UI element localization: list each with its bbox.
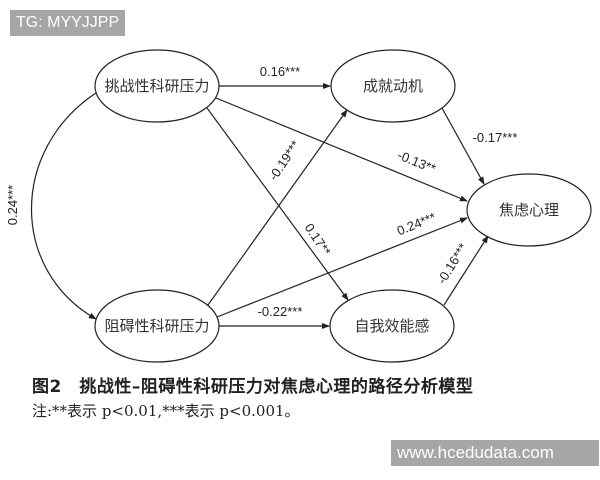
- label-challenge-anxiety: -0.13**: [395, 147, 437, 176]
- edge-efficacy-anxiety: [443, 235, 489, 306]
- label-achievement-anxiety: -0.17***: [473, 130, 518, 145]
- figure-note: 注:**表示 p<0.01,***表示 p<0.001。: [32, 402, 300, 420]
- edge-achievement-anxiety: [441, 107, 485, 185]
- label-hindrance-achievement: -0.19***: [266, 138, 303, 184]
- figure-caption: 图2 挑战性–阻碍性科研压力对焦虑心理的路径分析模型: [32, 377, 474, 397]
- node-label: 成就动机: [363, 77, 423, 95]
- edge-challenge-efficacy: [206, 107, 349, 301]
- node-label: 阻碍性科研压力: [104, 317, 209, 335]
- label-covariance: 0.24***: [5, 185, 20, 225]
- label-efficacy-anxiety: -0.16***: [434, 241, 470, 287]
- label-hindrance-anxiety: 0.24***: [395, 209, 438, 238]
- node-label: 自我效能感: [354, 317, 429, 335]
- node-self-efficacy: 自我效能感: [329, 289, 455, 363]
- node-hindrance-stress: 阻碍性科研压力: [94, 289, 220, 363]
- node-label: 焦虑心理: [499, 201, 559, 219]
- node-challenge-stress: 挑战性科研压力: [94, 49, 220, 123]
- edge-challenge-anxiety: [215, 97, 468, 202]
- watermark-top: TG: MYYJJPP: [10, 10, 126, 36]
- node-label: 挑战性科研压力: [104, 77, 209, 95]
- node-achievement-motivation: 成就动机: [330, 49, 456, 123]
- label-challenge-achievement: 0.16***: [260, 64, 300, 79]
- node-anxiety: 焦虑心理: [466, 173, 592, 247]
- label-challenge-efficacy: 0.17**: [302, 221, 334, 259]
- watermark-bottom: www.hcedudata.com: [391, 440, 599, 466]
- label-hindrance-efficacy: -0.22***: [258, 304, 303, 319]
- edge-hindrance-achievement: [207, 109, 348, 306]
- edge-hindrance-anxiety: [216, 217, 468, 318]
- covariance-arrow: [30, 86, 104, 320]
